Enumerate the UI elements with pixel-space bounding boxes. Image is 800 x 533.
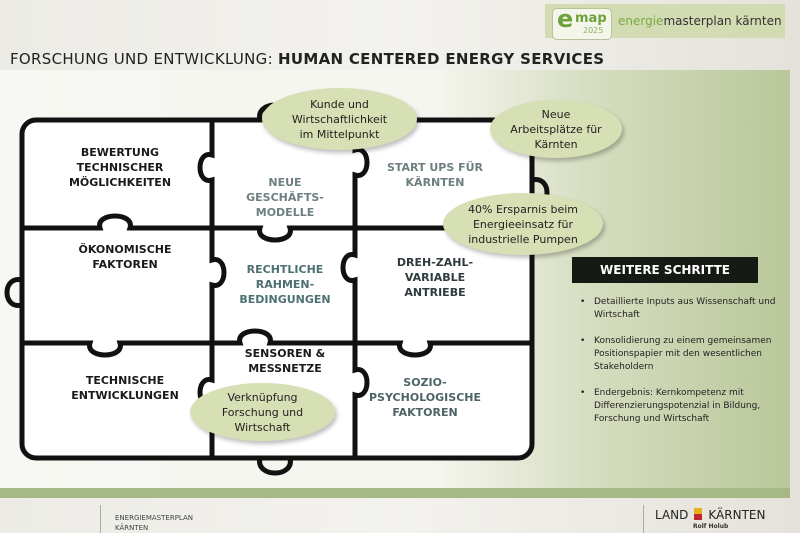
next-step-item: Konsolidierung zu einem gemeinsamen Posi… bbox=[578, 335, 778, 374]
land-left: LAND bbox=[655, 508, 689, 522]
brand-name: energiemasterplan kärnten bbox=[618, 14, 782, 28]
puzzle-piece-technische-entwicklungen: TECHNISCHE ENTWICKLUNGEN bbox=[71, 374, 179, 402]
land-kaernten-logo: LAND KÄRNTEN bbox=[655, 508, 765, 522]
puzzle-piece-sozio: SOZIO-PSYCHOLOGISCHE FAKTOREN bbox=[369, 376, 481, 419]
title-prefix: FORSCHUNG UND ENTWICKLUNG: bbox=[10, 50, 279, 68]
next-step-item: Detaillierte Inputs aus Wissenschaft und… bbox=[578, 296, 778, 322]
logo-year: 2025 bbox=[583, 26, 604, 35]
footer-divider bbox=[643, 505, 644, 533]
footer-person: Rolf Holub bbox=[693, 523, 729, 530]
logo-map: map bbox=[575, 11, 607, 26]
puzzle-piece-rechtliche: RECHTLICHE RAHMEN-BEDINGUNGEN bbox=[239, 263, 331, 306]
flag-icon bbox=[694, 508, 703, 520]
puzzle-piece-bewertung: BEWERTUNG TECHNISCHER MÖGLICHKEITEN bbox=[68, 146, 172, 189]
puzzle-piece-startups: START UPS FÜR KÄRNTEN bbox=[386, 161, 484, 189]
bubble-text: Verknüpfung Forschung und Wirtschaft bbox=[221, 390, 304, 434]
bottom-band bbox=[0, 488, 790, 498]
logo-e: e bbox=[557, 5, 574, 33]
footer-divider bbox=[100, 505, 101, 533]
land-right: KÄRNTEN bbox=[708, 508, 766, 522]
title-bold: HUMAN CENTERED ENERGY SERVICES bbox=[278, 50, 605, 68]
puzzle-piece-geschaeftsmodelle: NEUE GESCHÄFTS-MODELLE bbox=[246, 176, 324, 219]
puzzle-piece-oekonomische: ÖKONOMISCHE FAKTOREN bbox=[78, 243, 172, 271]
puzzle-piece-sensoren: SENSOREN & MESSNETZE bbox=[244, 347, 326, 375]
speech-bubble-kunde: Kunde und Wirtschaftlichkeit im Mittelpu… bbox=[262, 88, 417, 150]
page-title: FORSCHUNG UND ENTWICKLUNG: HUMAN CENTERE… bbox=[10, 50, 604, 68]
footer-org: ENERGIEMASTERPLAN KÄRNTEN bbox=[115, 513, 193, 533]
bubble-text: Neue Arbeitsplätze für Kärnten bbox=[510, 107, 602, 151]
next-steps-heading: WEITERE SCHRITTE bbox=[572, 257, 758, 283]
brand-prefix: energie bbox=[618, 14, 664, 28]
bubble-text: Kunde und Wirtschaftlichkeit im Mittelpu… bbox=[291, 97, 388, 141]
next-steps-list: Detaillierte Inputs aus Wissenschaft und… bbox=[578, 296, 778, 439]
speech-bubble-verknuepfung: Verknüpfung Forschung und Wirtschaft bbox=[190, 383, 335, 441]
brand-rest: masterplan kärnten bbox=[663, 14, 782, 28]
bubble-text: 40% Ersparnis beim Energieeinsatz für in… bbox=[468, 202, 578, 246]
puzzle-grid bbox=[4, 102, 550, 476]
speech-bubble-ersparnis: 40% Ersparnis beim Energieeinsatz für in… bbox=[443, 193, 603, 255]
footer-line2: KÄRNTEN bbox=[115, 524, 149, 532]
puzzle-piece-drehzahl: DREH-ZAHL-VARIABLE ANTRIEBE bbox=[396, 256, 474, 299]
next-step-item: Endergebnis: Kernkompetenz mit Differenz… bbox=[578, 387, 778, 426]
emap-logo: e map 2025 bbox=[552, 5, 612, 40]
speech-bubble-arbeitsplaetze: Neue Arbeitsplätze für Kärnten bbox=[490, 100, 622, 158]
footer-line1: ENERGIEMASTERPLAN bbox=[115, 514, 193, 522]
